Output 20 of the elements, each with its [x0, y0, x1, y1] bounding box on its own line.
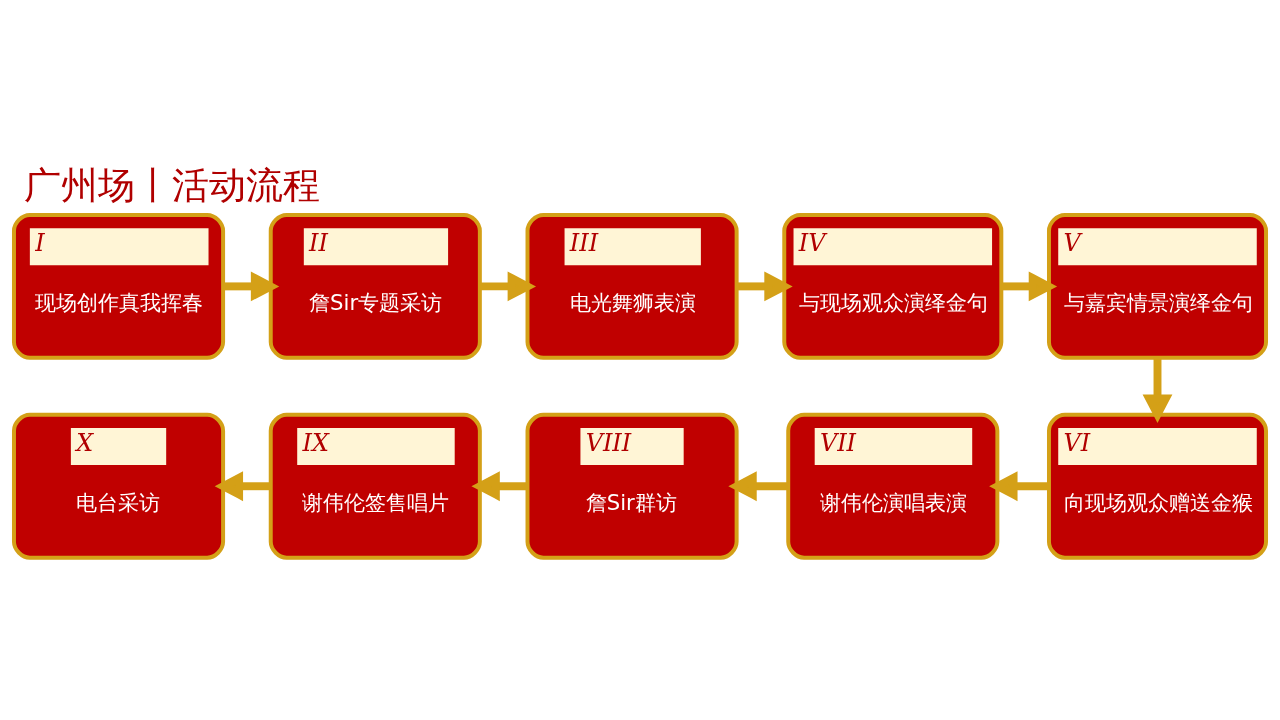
node-box: V 与嘉宾情景演绎金句	[1047, 212, 1268, 360]
arrow	[471, 470, 528, 501]
node-box: II 詹Sir专题采访	[268, 212, 482, 360]
arrow	[1142, 357, 1173, 423]
node-box: IV 与现场观众演绎金句	[782, 212, 1004, 360]
diagram-title: 广州场丨活动流程	[24, 163, 321, 207]
arrow	[989, 470, 1049, 501]
node-box: VII 谢伟伦演唱表演	[786, 412, 1000, 560]
node-box: I 现场创作真我挥春	[12, 212, 226, 360]
arrow	[479, 270, 536, 301]
arrow	[223, 270, 280, 301]
arrow	[736, 270, 793, 301]
node-box: III 电光舞狮表演	[525, 212, 739, 360]
arrow	[1001, 270, 1058, 301]
node-box: X 电台采访	[12, 412, 226, 560]
node-box: VIII 詹Sir群访	[525, 412, 739, 560]
node-box: IX 谢伟伦签售唱片	[268, 412, 482, 560]
arrow	[728, 470, 788, 501]
arrow	[214, 470, 271, 501]
node-box: VI 向现场观众赠送金猴	[1047, 412, 1268, 560]
